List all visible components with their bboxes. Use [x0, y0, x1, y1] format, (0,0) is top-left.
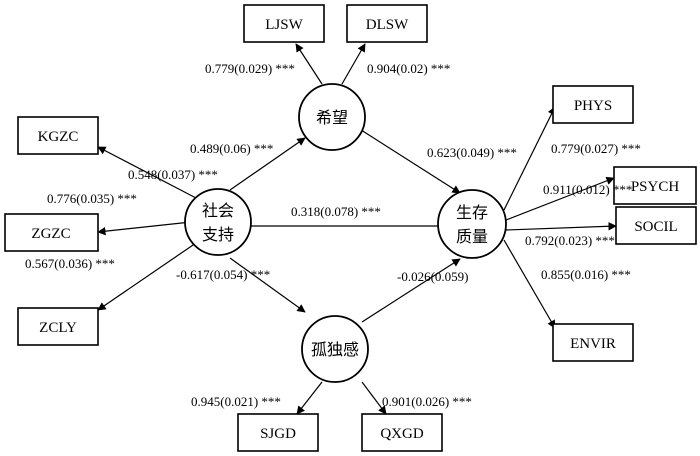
coef-support-hope: 0.489(0.06) *** — [190, 141, 273, 156]
coef-qol-psych: 0.911(0.012) *** — [543, 182, 632, 197]
indicator-psych: PSYCH — [613, 166, 697, 205]
indicator-dlsw: DLSW — [346, 4, 428, 43]
latent-quality-of-life: 生存 质量 — [437, 189, 507, 259]
coef-qol-phys: 0.779(0.027) *** — [551, 141, 641, 156]
coef-lonely-qol: -0.026(0.059) — [397, 269, 469, 284]
edge-qol-socil — [505, 222, 617, 231]
svg-text:生存: 生存 — [456, 203, 488, 222]
edge-hope-qol — [357, 127, 461, 194]
coef-hope-qol: 0.623(0.049) *** — [427, 145, 517, 160]
coef-qol-envir: 0.855(0.016) *** — [541, 267, 631, 282]
svg-text:DLSW: DLSW — [366, 17, 409, 33]
edge-hope-ljsw — [295, 43, 323, 85]
latent-loneliness: 孤独感 — [301, 315, 369, 383]
edge-qol-envir — [503, 239, 556, 329]
svg-text:SOCIL: SOCIL — [634, 219, 677, 235]
svg-text:SJGD: SJGD — [260, 426, 296, 442]
coef-lonely-sjgd: 0.945(0.021) *** — [191, 394, 281, 409]
edge-support-zgzc — [97, 221, 192, 236]
coef-qol-socil: 0.792(0.023) *** — [525, 233, 615, 248]
edge-support-lonely — [229, 257, 306, 313]
indicator-ljsw: LJSW — [243, 4, 325, 43]
coef-support-kgzc: 0.548(0.037) *** — [128, 167, 218, 182]
coef-hope-dlsw: 0.904(0.02) *** — [367, 61, 450, 76]
coef-lonely-qxgd: 0.901(0.026) *** — [382, 394, 472, 409]
coef-support-zcly: 0.567(0.036) *** — [25, 256, 115, 271]
indicator-phys: PHYS — [552, 85, 634, 124]
svg-text:希望: 希望 — [316, 108, 348, 127]
latent-social-support: 社会 支持 — [184, 188, 252, 256]
svg-text:PHYS: PHYS — [574, 98, 612, 114]
indicator-zcly: ZCLY — [17, 307, 99, 346]
indicator-qxgd: QXGD — [361, 413, 443, 452]
coef-support-lonely: -0.617(0.054) *** — [176, 267, 270, 282]
svg-text:ENVIR: ENVIR — [570, 336, 616, 352]
svg-text:QXGD: QXGD — [380, 426, 423, 442]
indicator-zgzc: ZGZC — [4, 213, 99, 252]
coef-hope-ljsw: 0.779(0.029) *** — [205, 61, 295, 76]
svg-text:ZCLY: ZCLY — [39, 320, 77, 336]
edge-support-zcly — [97, 242, 197, 311]
edge-qol-phys — [503, 106, 556, 211]
svg-text:质量: 质量 — [456, 227, 488, 246]
indicator-kgzc: KGZC — [17, 116, 99, 155]
indicator-socil: SOCIL — [615, 206, 697, 245]
svg-text:支持: 支持 — [202, 225, 234, 244]
svg-text:KGZC: KGZC — [38, 129, 79, 145]
latent-hope: 希望 — [298, 83, 366, 151]
edge-lonely-qxgd — [361, 381, 387, 415]
svg-text:LJSW: LJSW — [265, 17, 303, 33]
svg-text:孤独感: 孤独感 — [311, 340, 359, 359]
edge-hope-dlsw — [341, 43, 366, 85]
indicator-envir: ENVIR — [552, 323, 634, 362]
coef-support-qol: 0.318(0.078) *** — [291, 204, 381, 219]
edge-qol-psych — [505, 176, 615, 221]
svg-text:社会: 社会 — [202, 201, 234, 220]
edge-lonely-sjgd — [296, 381, 323, 415]
edge-lonely-qol — [361, 258, 461, 323]
svg-text:PSYCH: PSYCH — [631, 179, 680, 195]
edge-support-kgzc — [97, 146, 197, 199]
svg-text:ZGZC: ZGZC — [31, 226, 70, 242]
coef-support-zgzc: 0.776(0.035) *** — [47, 191, 137, 206]
edge-support-hope — [229, 137, 306, 191]
indicator-sjgd: SJGD — [237, 413, 319, 452]
